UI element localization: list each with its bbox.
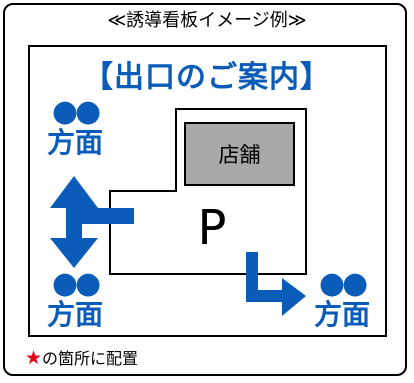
exit-arrow-icon bbox=[246, 252, 306, 316]
footer-text: の箇所に配置 bbox=[42, 349, 139, 368]
footer-note: ★の箇所に配置 bbox=[25, 345, 138, 369]
store-label: 店舗 bbox=[218, 143, 261, 167]
signboard-frame bbox=[3, 3, 407, 376]
direction-dots: ●● bbox=[51, 94, 101, 129]
parking-label: P bbox=[197, 200, 227, 256]
direction-dots: ●● bbox=[51, 266, 101, 301]
direction-label: 方面 bbox=[46, 126, 103, 159]
sign-panel bbox=[28, 45, 387, 337]
caption: ≪誘導看板イメージ例≫ bbox=[107, 10, 307, 31]
up-down-arrow-icon bbox=[50, 176, 134, 268]
store-box bbox=[184, 122, 295, 186]
direction-bottom-left: ●● 方面 bbox=[45, 269, 105, 332]
direction-dots: ●● bbox=[318, 266, 368, 301]
direction-bottom-right: ●● 方面 bbox=[308, 269, 376, 332]
title: 【出口のご案内】 bbox=[83, 60, 331, 95]
direction-label: 方面 bbox=[313, 298, 370, 331]
direction-top-left: ●● 方面 bbox=[45, 97, 105, 160]
star-icon: ★ bbox=[25, 347, 43, 369]
direction-label: 方面 bbox=[46, 298, 103, 331]
